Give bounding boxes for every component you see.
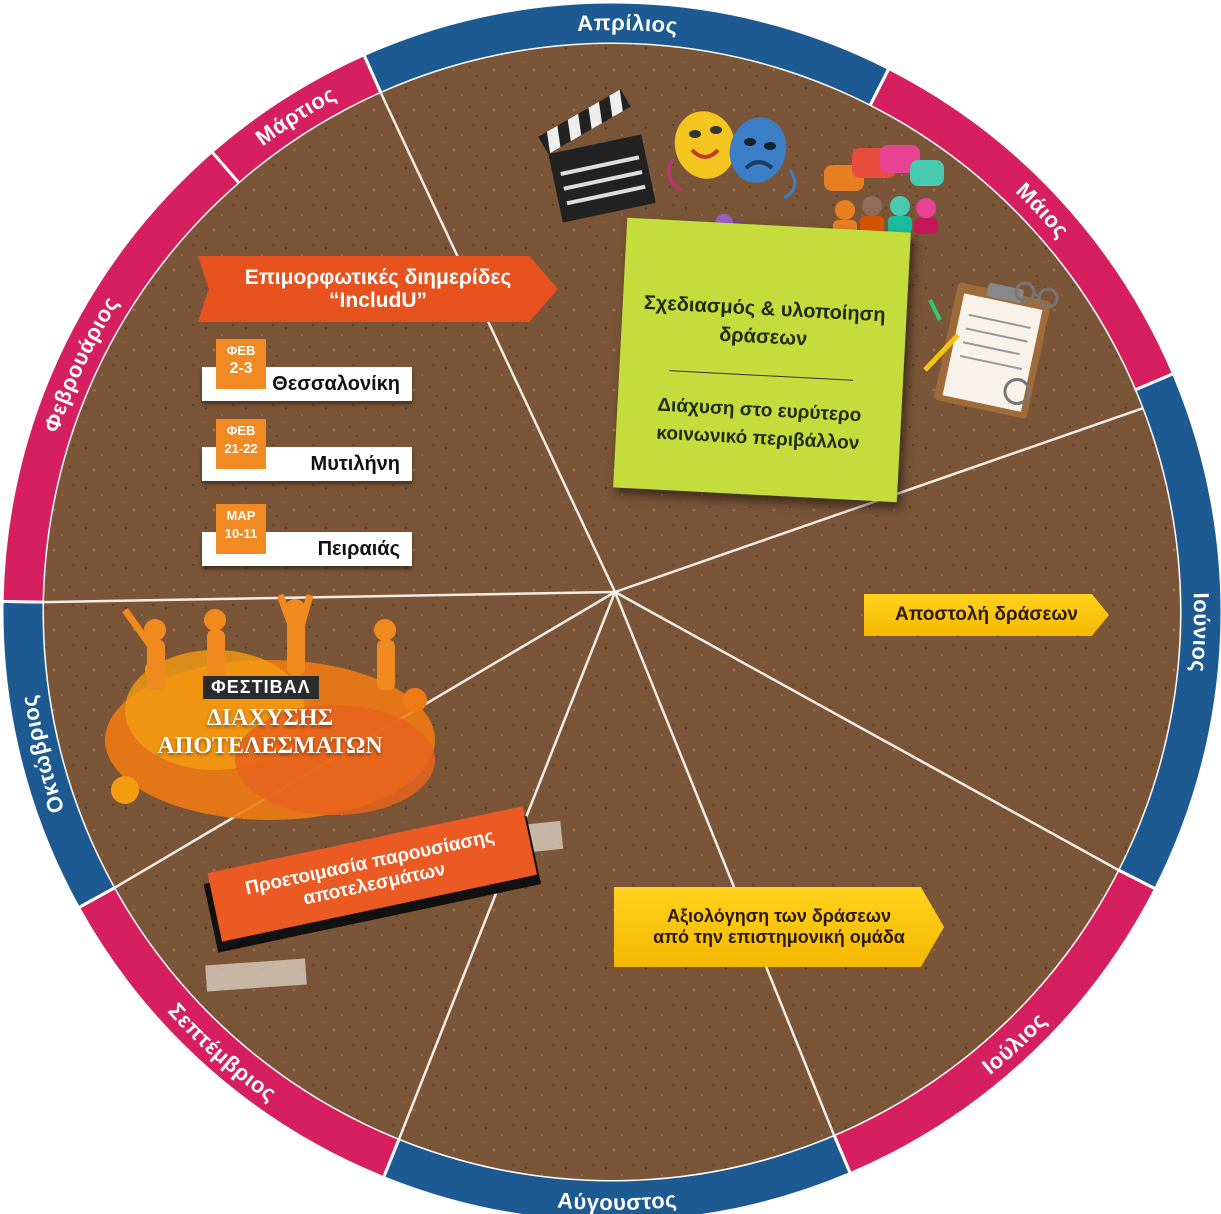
month-label-august: Αύγουστος bbox=[556, 1187, 678, 1214]
divider-line bbox=[44, 590, 616, 604]
divider-line bbox=[614, 590, 1119, 871]
sticky-divider bbox=[669, 370, 854, 381]
date-days: 2-3 bbox=[229, 360, 253, 377]
festival-graphic: ΦΕΣΤΙΒΑΛ ΔΙΑΧΥΣΗΣ ΑΠΟΤΕΛΕΣΜΑΤΩΝ bbox=[95, 590, 445, 840]
date-tag: ΦΕΒ 2-3 bbox=[216, 339, 266, 389]
city-name: Θεσσαλονίκη bbox=[272, 373, 400, 395]
banner-line-2: “IncludU” bbox=[329, 289, 427, 312]
date-month: ΦΕΒ bbox=[226, 343, 256, 358]
festival-tag: ΦΕΣΤΙΒΑΛ bbox=[203, 676, 319, 699]
sticky-subtitle: Διάχυση στο ευρύτερο κοινωνικό περιβάλλο… bbox=[655, 394, 862, 455]
workshop-card-piraeus: ΜΑΡ 10-11 Πειραιάς bbox=[202, 504, 412, 566]
city-name: Πειραιάς bbox=[317, 538, 400, 560]
festival-line-2: ΑΠΟΤΕΛΕΣΜΑΤΩΝ bbox=[157, 733, 383, 759]
month-label-june: Ιούνιος bbox=[1186, 592, 1214, 673]
festival-title: ΔΙΑΧΥΣΗΣ ΑΠΟΤΕΛΕΣΜΑΤΩΝ bbox=[95, 704, 445, 760]
theatre-masks-icon bbox=[667, 111, 797, 200]
workshop-card-mytilene: ΦΕΒ 21-22 Μυτιλήνη bbox=[202, 419, 412, 481]
evaluation-tag: Αξιολόγηση των δράσεων από την επιστημον… bbox=[614, 887, 944, 967]
divider-line bbox=[379, 92, 617, 593]
date-month: ΦΕΒ bbox=[226, 423, 256, 438]
sticky-note: Σχεδιασμός & υλοποίηση δράσεων Διάχυση σ… bbox=[613, 217, 911, 503]
banner-line-1: Επιμορφωτικές διημερίδες bbox=[244, 266, 512, 289]
divider-line bbox=[613, 591, 836, 1136]
festival-splash bbox=[105, 593, 435, 820]
evaluation-line-2: από την επιστημονική ομάδα bbox=[653, 927, 905, 947]
evaluation-line-1: Αξιολόγηση των δράσεων bbox=[666, 906, 892, 926]
date-tag: ΜΑΡ 10-11 bbox=[216, 504, 266, 554]
glasses-icon bbox=[1014, 281, 1059, 309]
month-label-april: Απρίλιος bbox=[576, 10, 679, 39]
date-days: 10-11 bbox=[224, 526, 258, 541]
clapperboard-icon bbox=[538, 89, 656, 223]
send-actions-label: Αποστολή δράσεων bbox=[895, 604, 1078, 625]
workshop-card-thessaloniki: ΦΕΒ 2-3 Θεσσαλονίκη bbox=[202, 339, 412, 401]
date-days: 21-22 bbox=[224, 441, 258, 456]
city-name: Μυτιλήνη bbox=[310, 453, 400, 475]
date-tag: ΦΕΒ 21-22 bbox=[216, 419, 266, 469]
festival-line-1: ΔΙΑΧΥΣΗΣ bbox=[206, 705, 334, 731]
pencil-icon bbox=[923, 299, 960, 372]
dancing-people-icon bbox=[122, 593, 396, 690]
clipboard-icon bbox=[934, 282, 1051, 419]
sticky-title: Σχεδιασμός & υλοποίηση δράσεων bbox=[643, 291, 887, 351]
send-actions-tag: Αποστολή δράσεων bbox=[864, 594, 1109, 636]
workshops-banner: Επιμορφωτικές διημερίδες “IncludU” bbox=[198, 256, 558, 322]
date-month: ΜΑΡ bbox=[226, 508, 256, 523]
